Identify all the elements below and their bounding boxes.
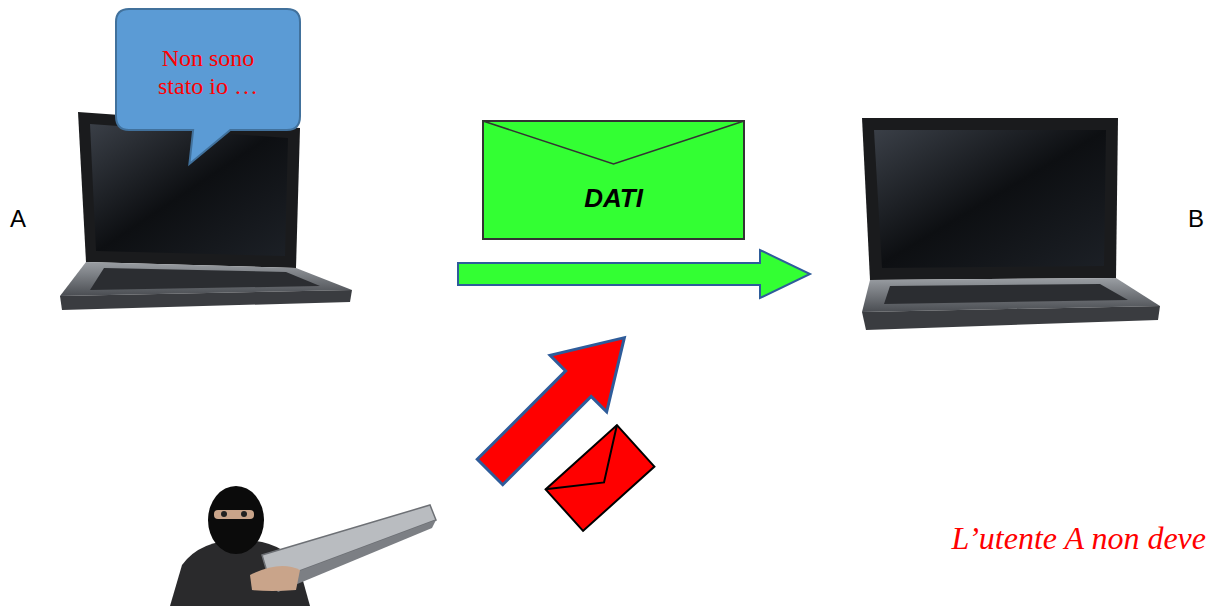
forged-envelope: [546, 425, 655, 531]
speech-text: Non sono stato io …: [139, 45, 277, 100]
hacker-figure: [170, 486, 436, 606]
envelope-text: DATI: [584, 184, 643, 214]
data-arrow: [458, 250, 810, 298]
note-text: L’utente A non deve: [952, 520, 1206, 557]
host-label: A: [10, 205, 26, 233]
data-envelope: DATI: [482, 120, 745, 240]
speech-bubble: Non sono stato io …: [115, 8, 301, 166]
laptop-b: [862, 118, 1160, 330]
host-label: B: [1188, 205, 1204, 233]
envelope-outline: [482, 120, 745, 240]
